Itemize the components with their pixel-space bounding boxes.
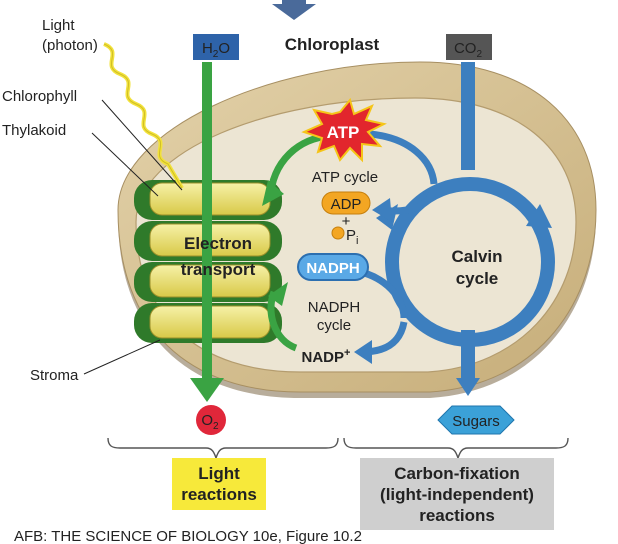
h2o-box [193, 34, 239, 60]
plus-sign: + [342, 213, 351, 230]
stroma-leader [83, 339, 161, 375]
co2-label: CO2 [454, 40, 483, 60]
nadph-pill [297, 253, 369, 281]
atp-burst [301, 97, 387, 163]
adp-pill [321, 191, 371, 215]
nadph-cycle-label-2: cycle [317, 317, 351, 334]
o2-label: O2 [201, 412, 219, 432]
top-arrow [272, 0, 316, 20]
carbon-brace [343, 437, 569, 461]
chlorophyll-leader [101, 99, 183, 191]
calvin-label-2: cycle [456, 269, 499, 288]
chloroplast-title: Chloroplast [285, 35, 380, 54]
nadph-cycle-label-1: NADPH [308, 299, 361, 316]
thylakoid-label: Thylakoid [2, 122, 66, 139]
figure-credit: AFB: THE SCIENCE OF BIOLOGY 10e, Figure … [14, 528, 362, 544]
adp-label: ADP [331, 196, 362, 213]
atp-cycle-label: ATP cycle [312, 169, 378, 186]
carbon-line2: (light-independent) [380, 485, 534, 504]
calvin-label-1: Calvin [451, 247, 502, 266]
nadph-label: NADPH [306, 260, 359, 277]
photon-label: (photon) [42, 37, 98, 54]
carbon-line1: Carbon-fixation [394, 464, 520, 483]
electron-transport-arrow [190, 62, 224, 402]
h2o-label: H2O [202, 40, 230, 60]
light-brace [107, 437, 339, 461]
co2-box [446, 34, 492, 60]
calvin-cycle-loop [376, 62, 555, 396]
electron-label: Electron [184, 234, 252, 253]
sugars-label: Sugars [452, 413, 500, 430]
transport-label: transport [181, 260, 256, 279]
phosphate-dot [331, 226, 345, 240]
carbon-fixation-box [360, 458, 554, 530]
sugars-hexagon [437, 405, 515, 435]
nadp-label: NADP+ [302, 347, 351, 366]
light-reactions-line1: Light [198, 464, 240, 483]
thylakoid-leader [91, 132, 159, 197]
light-reactions-box [172, 458, 266, 510]
light-label: Light [42, 17, 75, 34]
light-reactions-line2: reactions [181, 485, 257, 504]
stroma-label: Stroma [30, 367, 79, 384]
carbon-line3: reactions [419, 506, 495, 525]
atp-label: ATP [327, 123, 360, 142]
chlorophyll-label: Chlorophyll [2, 88, 77, 105]
o2-circle [196, 405, 226, 435]
pi-label: Pi [346, 227, 358, 247]
